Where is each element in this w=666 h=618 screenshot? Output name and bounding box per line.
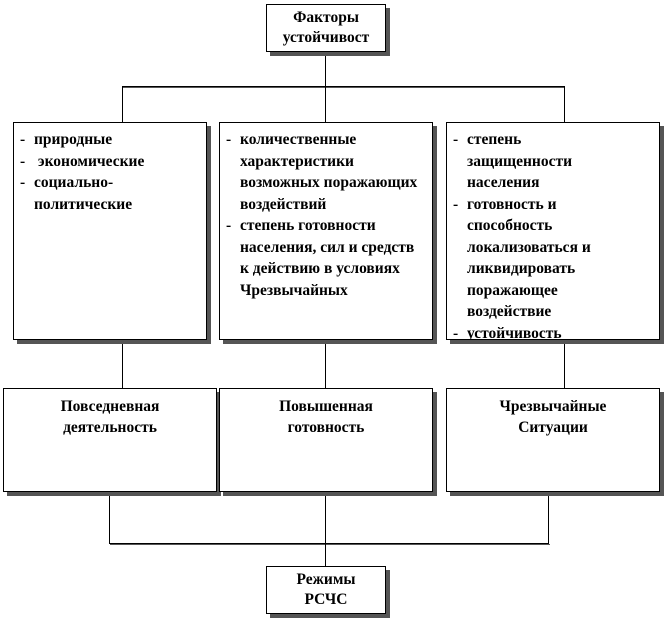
factor-right-item: степень защищенности населения [453,129,613,194]
factor-right-item: устойчивость [453,323,613,340]
factor-box-middle: количественные характеристики возможных … [219,122,433,340]
factor-left-item: социально-политические [20,172,198,215]
connector-bottom-horizontal-shadow [110,544,550,545]
mode-box-daily: Повседневная деятельность [3,388,217,492]
connector-top-horizontal-shadow [123,87,565,88]
connector-bottom-horizontal [109,543,549,544]
rschs-modes-line1: Режимы [296,571,356,588]
factor-middle-item: количественные характеристики возможных … [226,129,424,215]
factor-left-item: экономические [20,151,198,173]
factor-left-item: природные [20,129,198,151]
factor-middle-item: степень готовности населения, сил и сред… [226,215,424,301]
connector-middle-mode-bottom [325,492,326,544]
connector-left-factor-mode [122,340,123,388]
connector-middle-drop [325,86,326,122]
factors-title-line2: устойчивост [282,29,370,46]
mode-box-emergency: Чрезвычайные Ситуации [446,388,660,492]
factor-box-left: природные экономические социально-полити… [13,122,207,340]
mode-daily-line2: деятельность [63,419,157,436]
rschs-modes-box: Режимы РСЧС [266,566,386,614]
connector-top-horizontal [122,86,564,87]
connector-bottom-vertical [325,543,326,566]
connector-right-factor-mode [564,340,565,388]
rschs-modes-line2: РСЧС [304,591,348,608]
connector-right-drop [564,86,565,122]
mode-emergency-line2: Ситуации [518,419,588,436]
connector-left-mode-bottom [109,492,110,544]
factor-box-right: степень защищенности населения готовност… [446,122,660,340]
factors-title-box: Факторы устойчивост [266,4,386,52]
connector-top-vertical [325,52,326,87]
connector-right-mode-bottom [548,492,549,544]
factor-right-item: готовность и способность локализоваться … [453,194,613,323]
mode-alert-line2: готовность [287,419,365,436]
mode-daily-line1: Повседневная [60,398,160,415]
mode-box-alert: Повышенная готовность [219,388,433,492]
connector-middle-factor-mode [325,340,326,388]
factors-title-line1: Факторы [293,9,359,26]
connector-left-drop [122,86,123,122]
mode-emergency-line1: Чрезвычайные [499,398,607,415]
mode-alert-line1: Повышенная [279,398,373,415]
